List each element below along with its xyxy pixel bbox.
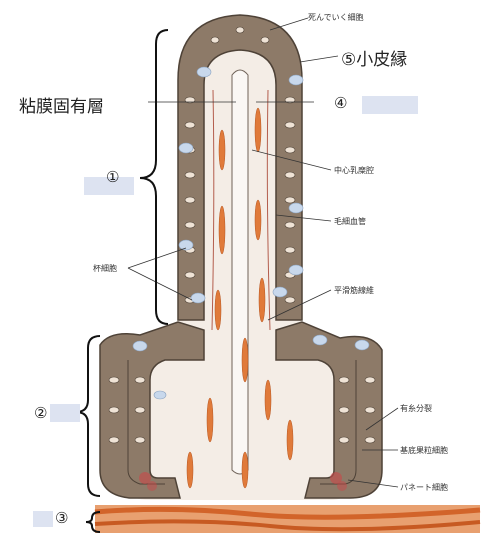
label-2: ② — [34, 404, 47, 422]
label-goblet-cells: 杯細胞 — [93, 263, 117, 274]
brace-villus — [140, 30, 168, 324]
highlight-box-3 — [33, 511, 53, 527]
label-3: ③ — [55, 509, 68, 527]
highlight-box-2 — [50, 404, 80, 422]
label-brush-border: ⑤小皮縁 — [338, 45, 410, 70]
highlight-box-4 — [362, 96, 418, 114]
label-capillary: 毛細血管 — [334, 216, 366, 227]
central-lacteal — [232, 70, 248, 474]
label-mitosis: 有糸分裂 — [400, 403, 432, 414]
label-smooth-muscle-fibers: 平滑筋線維 — [334, 285, 374, 296]
label-basal-granular-cells: 基底果粒細胞 — [400, 445, 448, 456]
label-1: ① — [106, 168, 119, 186]
label-4: ④ — [334, 94, 347, 112]
label-central-lacteal: 中心乳糜腔 — [334, 165, 374, 176]
label-paneth-cells: パネート細胞 — [400, 482, 448, 493]
label-lamina-propria: 粘膜固有層 — [16, 92, 107, 117]
label-dying-cells: 死んでいく細胞 — [308, 12, 364, 23]
muscularis-band — [95, 505, 480, 533]
